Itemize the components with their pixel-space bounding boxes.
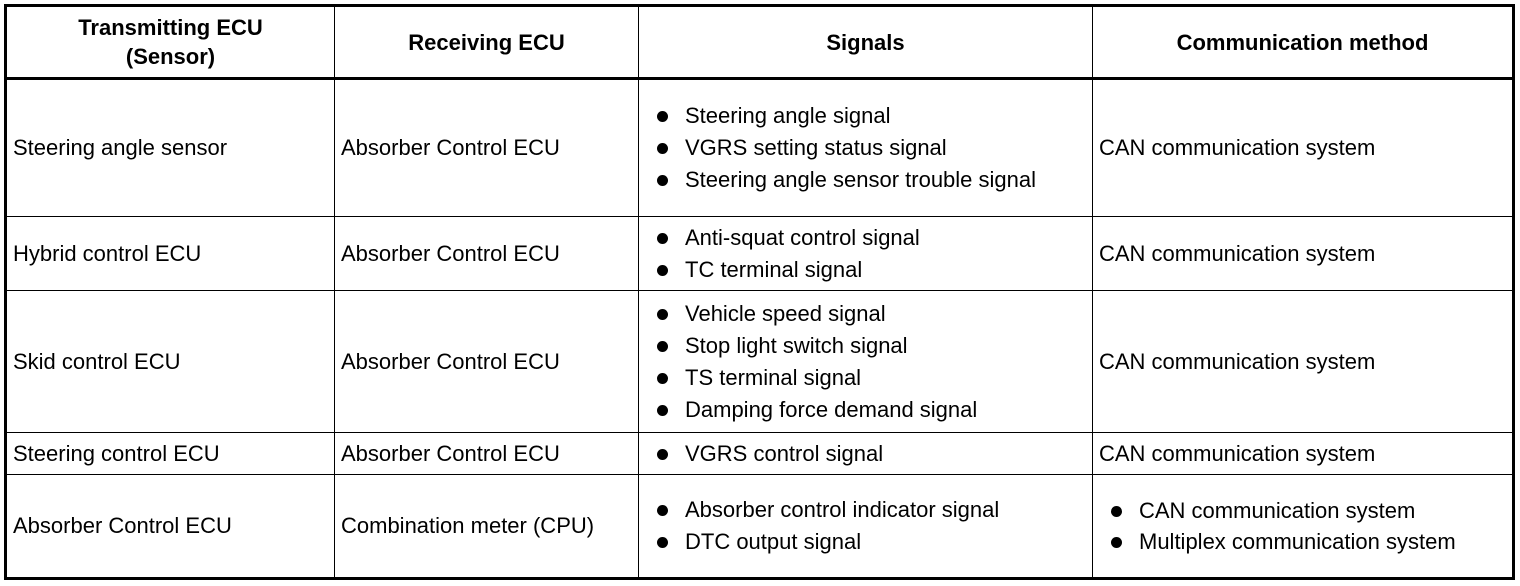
header-receiving-ecu: Receiving ECU <box>334 5 639 80</box>
receiving-cell: Absorber Control ECU <box>334 432 639 475</box>
signals-cell: VGRS control signal <box>638 432 1093 475</box>
bullet-icon <box>657 264 668 276</box>
method-list: CAN communication system Multiplex commu… <box>1099 495 1506 557</box>
transmitting-cell: Steering angle sensor <box>5 78 335 217</box>
signals-cell: Vehicle speed signal Stop light switch s… <box>638 290 1093 433</box>
method-cell: CAN communication system <box>1092 216 1514 291</box>
list-item: VGRS setting status signal <box>645 132 1086 164</box>
transmitting-cell: Hybrid control ECU <box>5 216 335 291</box>
bullet-icon <box>657 308 668 320</box>
header-transmitting-line1: Transmitting ECU <box>78 15 263 40</box>
table-row: Hybrid control ECU Absorber Control ECU … <box>5 216 1514 291</box>
list-item: CAN communication system <box>1099 495 1506 526</box>
table-row: Skid control ECU Absorber Control ECU Ve… <box>5 290 1514 433</box>
signals-cell: Steering angle signal VGRS setting statu… <box>638 78 1093 217</box>
method-cell: CAN communication system <box>1092 290 1514 433</box>
receiving-cell: Combination meter (CPU) <box>334 474 639 579</box>
bullet-icon <box>657 340 668 352</box>
header-row: Transmitting ECU (Sensor) Receiving ECU … <box>5 5 1514 80</box>
signals-cell: Absorber control indicator signal DTC ou… <box>638 474 1093 579</box>
list-item: DTC output signal <box>645 526 1086 558</box>
list-item: TC terminal signal <box>645 254 1086 286</box>
receiving-cell: Absorber Control ECU <box>334 216 639 291</box>
list-item: Multiplex communication system <box>1099 526 1506 557</box>
header-signals: Signals <box>638 5 1093 80</box>
table-row: Steering control ECU Absorber Control EC… <box>5 432 1514 475</box>
list-item: VGRS control signal <box>645 438 1086 470</box>
table-row: Absorber Control ECU Combination meter (… <box>5 474 1514 579</box>
signals-list: VGRS control signal <box>645 438 1086 470</box>
ecu-communication-table: Transmitting ECU (Sensor) Receiving ECU … <box>4 4 1515 580</box>
method-cell: CAN communication system <box>1092 432 1514 475</box>
list-item: Anti-squat control signal <box>645 222 1086 254</box>
signals-list: Vehicle speed signal Stop light switch s… <box>645 298 1086 426</box>
list-item: Steering angle signal <box>645 100 1086 132</box>
receiving-cell: Absorber Control ECU <box>334 78 639 217</box>
bullet-icon <box>1111 506 1122 517</box>
bullet-icon <box>657 505 668 516</box>
signals-list: Absorber control indicator signal DTC ou… <box>645 494 1086 558</box>
list-item: Vehicle speed signal <box>645 298 1086 330</box>
transmitting-cell: Skid control ECU <box>5 290 335 433</box>
bullet-icon <box>657 537 668 548</box>
bullet-icon <box>657 175 668 186</box>
bullet-icon <box>657 111 668 122</box>
signals-list: Steering angle signal VGRS setting statu… <box>645 100 1086 196</box>
list-item: Absorber control indicator signal <box>645 494 1086 526</box>
method-cell: CAN communication system Multiplex commu… <box>1092 474 1514 579</box>
bullet-icon <box>1111 537 1122 548</box>
transmitting-cell: Absorber Control ECU <box>5 474 335 579</box>
transmitting-cell: Steering control ECU <box>5 432 335 475</box>
list-item: Steering angle sensor trouble signal <box>645 164 1086 196</box>
bullet-icon <box>657 372 668 384</box>
list-item: Stop light switch signal <box>645 330 1086 362</box>
bullet-icon <box>657 232 668 244</box>
header-communication-method: Communication method <box>1092 5 1514 80</box>
list-item: TS terminal signal <box>645 362 1086 394</box>
list-item: Damping force demand signal <box>645 394 1086 426</box>
bullet-icon <box>657 143 668 154</box>
signals-cell: Anti-squat control signal TC terminal si… <box>638 216 1093 291</box>
method-cell: CAN communication system <box>1092 78 1514 217</box>
receiving-cell: Absorber Control ECU <box>334 290 639 433</box>
bullet-icon <box>657 404 668 416</box>
header-transmitting-ecu: Transmitting ECU (Sensor) <box>5 5 335 80</box>
table-row: Steering angle sensor Absorber Control E… <box>5 78 1514 217</box>
header-transmitting-line2: (Sensor) <box>125 44 216 69</box>
signals-list: Anti-squat control signal TC terminal si… <box>645 222 1086 286</box>
bullet-icon <box>657 448 668 460</box>
table-header: Transmitting ECU (Sensor) Receiving ECU … <box>5 5 1514 80</box>
